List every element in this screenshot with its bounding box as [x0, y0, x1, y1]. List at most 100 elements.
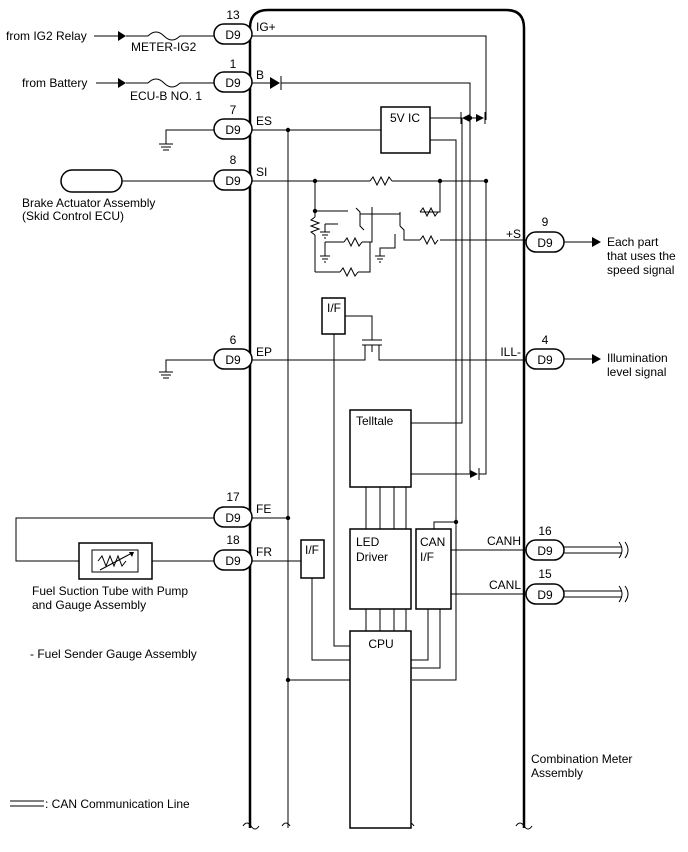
signal-name: EP	[256, 345, 272, 359]
signal-name: IG+	[256, 20, 276, 34]
pin-number: 13	[226, 8, 240, 22]
signal-name: FE	[256, 502, 271, 516]
signal-name: CANL	[489, 578, 521, 592]
ground-icon	[320, 255, 330, 263]
resistor-icon	[419, 234, 439, 246]
pin-number: 17	[226, 490, 240, 504]
block-led-driver	[349, 528, 412, 610]
block-led-line1: LED	[356, 535, 380, 549]
ground-icon	[375, 255, 385, 263]
connector-code: D9	[225, 123, 241, 137]
pin-number: 18	[226, 533, 240, 547]
connector-code: D9	[225, 511, 241, 525]
signal-name: SI	[256, 165, 267, 179]
connector-code: D9	[537, 236, 553, 250]
connector-pin-15: 15 D9 CANL	[489, 567, 565, 605]
signal-name: B	[256, 68, 264, 82]
pin-number: 1	[230, 57, 237, 71]
signal-name: CANH	[487, 534, 521, 548]
output-ill-line1: Illumination	[607, 351, 668, 365]
meter-outline	[248, 8, 526, 828]
arrow-icon	[118, 78, 126, 88]
ground-icon	[159, 143, 173, 151]
source-battery: from Battery	[22, 76, 87, 90]
output-speed-line1: Each part	[607, 235, 659, 249]
pin-number: 15	[538, 567, 552, 581]
variable-resistor-icon	[97, 552, 133, 571]
brake-label-line2: (Skid Control ECU)	[22, 209, 124, 223]
fuse-icon	[147, 31, 181, 41]
connector-pin-7: 7 D9 ES	[213, 103, 272, 140]
diode-icon	[270, 77, 280, 89]
fuel-note: - Fuel Sender Gauge Assembly	[30, 647, 197, 661]
block-can-if	[415, 528, 452, 610]
resistor-icon	[339, 266, 359, 278]
signal-name: ILL-	[500, 345, 521, 359]
resistor-icon	[369, 175, 393, 187]
connector-pin-1: 1 D9 B	[213, 57, 264, 93]
block-can-line2: I/F	[420, 550, 434, 564]
connector-code: D9	[537, 353, 553, 367]
ground-icon	[159, 371, 173, 379]
resistor-icon	[419, 206, 439, 218]
connector-pin-13: 13 D9 IG+	[213, 8, 276, 45]
connector-code: D9	[225, 28, 241, 42]
arrow-icon	[118, 31, 126, 41]
connector-pin-16: 16 D9 CANH	[487, 524, 565, 561]
connector-pin-8: 8 D9 SI	[213, 153, 267, 191]
connector-code: D9	[537, 544, 553, 558]
fuse-icon	[147, 78, 181, 88]
brake-actuator-block	[60, 169, 123, 193]
pin-number: 9	[542, 215, 549, 229]
pin-number: 4	[542, 333, 549, 347]
arrow-icon	[592, 237, 601, 247]
block-led-line2: Driver	[356, 550, 388, 564]
block-cpu-label: CPU	[368, 637, 393, 651]
block-if-fuel-label: I/F	[305, 543, 319, 557]
signal-name: ES	[256, 114, 272, 128]
output-speed-line2: that uses the	[607, 249, 676, 263]
legend: : CAN Communication Line	[10, 797, 190, 811]
resistor-icon	[343, 236, 363, 248]
block-5v-ic-label: 5V IC	[390, 111, 420, 125]
connector-code: D9	[225, 76, 241, 90]
pin-number: 7	[230, 103, 237, 117]
fuel-label-line1: Fuel Suction Tube with Pump	[32, 584, 188, 598]
meter-label-line2: Assembly	[531, 766, 583, 780]
connector-code: D9	[225, 353, 241, 367]
output-speed-line3: speed signal	[607, 263, 674, 277]
source-ig2-relay: from IG2 Relay	[6, 29, 87, 43]
meter-label-line1: Combination Meter	[531, 752, 632, 766]
connector-pin-4: 4 D9 ILL-	[500, 333, 565, 370]
canl-line	[564, 585, 629, 603]
pin-number: 6	[230, 333, 237, 347]
connector-code: D9	[225, 554, 241, 568]
block-telltale	[349, 409, 412, 488]
canh-line	[564, 541, 629, 559]
connector-pin-18: 18 D9 FR	[213, 533, 272, 571]
connector-pin-6: 6 D9 EP	[213, 333, 272, 370]
fuse-meter-ig2: METER-IG2	[131, 40, 197, 54]
block-telltale-label: Telltale	[356, 414, 394, 428]
output-ill-line2: level signal	[607, 365, 666, 379]
connector-pin-17: 17 D9 FE	[213, 490, 271, 528]
pin-number: 8	[230, 153, 237, 167]
diode-icon	[470, 470, 478, 478]
pin-number: 16	[538, 524, 552, 538]
ground-icon	[320, 231, 330, 239]
connector-code: D9	[537, 588, 553, 602]
block-cpu	[349, 630, 412, 829]
signal-name: +S	[506, 227, 521, 241]
connector-code: D9	[225, 174, 241, 188]
fuel-label-line2: and Gauge Assembly	[32, 598, 146, 612]
fuse-ecu-b: ECU-B NO. 1	[130, 89, 202, 103]
diode-icon	[476, 114, 484, 122]
legend-label: : CAN Communication Line	[45, 797, 190, 811]
block-if-top-label: I/F	[327, 301, 341, 315]
connector-pin-9: 9 D9 +S	[506, 215, 565, 253]
resistor-icon	[309, 216, 321, 236]
signal-name: FR	[256, 545, 272, 559]
arrow-icon	[592, 354, 601, 364]
diode-icon	[462, 114, 470, 122]
